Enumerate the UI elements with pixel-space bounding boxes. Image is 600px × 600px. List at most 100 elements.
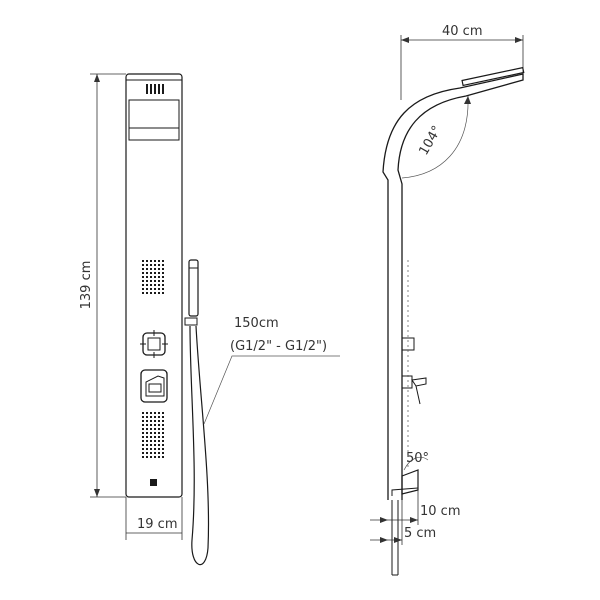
jet-dot [158, 268, 160, 270]
jet-dot [150, 440, 152, 442]
jet-dot [142, 412, 144, 414]
arm-angle-label: 104° [416, 123, 445, 158]
jet-dot [162, 448, 164, 450]
jet-dot [150, 452, 152, 454]
jet-dot [146, 288, 148, 290]
jet-dot [150, 412, 152, 414]
jet-dot [154, 276, 156, 278]
jet-dot [158, 276, 160, 278]
lower-body-jets [142, 412, 164, 458]
arm-length-dimension [400, 35, 524, 100]
tub-spout [391, 469, 419, 496]
side-view: 40 cm 104° 50° [370, 24, 525, 576]
jet-dot [146, 264, 148, 266]
jet-dot [150, 436, 152, 438]
jet-dot [142, 436, 144, 438]
hose-length-label: 150cm [234, 316, 279, 331]
jet-dot [142, 456, 144, 458]
jet-dot [142, 288, 144, 290]
jet-dot [146, 448, 148, 450]
jet-dot [154, 292, 156, 294]
jet-dot [158, 448, 160, 450]
jet-dot [154, 428, 156, 430]
jet-dot [158, 280, 160, 282]
column-profile [382, 73, 524, 500]
jet-dot [154, 420, 156, 422]
jet-dot [158, 284, 160, 286]
width-dimension [125, 497, 183, 540]
jet-dot [150, 456, 152, 458]
jet-dot [142, 432, 144, 434]
jet-dot [146, 456, 148, 458]
jet-dot [158, 416, 160, 418]
height-dimension [90, 73, 126, 498]
jet-dot [154, 452, 156, 454]
jet-dot [154, 444, 156, 446]
jet-dot [142, 260, 144, 262]
jet-dot [162, 420, 164, 422]
jet-dot [154, 264, 156, 266]
jet-dot [150, 268, 152, 270]
jet-dot [162, 452, 164, 454]
jet-dot [146, 424, 148, 426]
jet-dot [150, 284, 152, 286]
hand-shower [184, 259, 199, 326]
jet-dot [146, 268, 148, 270]
jet-dot [146, 276, 148, 278]
jet-dot [162, 416, 164, 418]
jet-dot [158, 432, 160, 434]
hose-thread-label: (G1/2" - G1/2") [230, 339, 327, 354]
spout-angle-arc [403, 456, 429, 471]
upper-body-jets [142, 260, 164, 294]
jet-dot [142, 452, 144, 454]
jet-dot [146, 416, 148, 418]
jet-dot [154, 268, 156, 270]
jet-dot [142, 280, 144, 282]
jet-dot [142, 440, 144, 442]
top-vent-icon [146, 84, 164, 94]
jet-dot [162, 288, 164, 290]
arm-angle-arc [401, 95, 469, 179]
jet-dot [142, 264, 144, 266]
side-mixer-lever-icon [401, 375, 427, 405]
jet-dot [158, 264, 160, 266]
jet-dot [142, 428, 144, 430]
jet-dot [154, 416, 156, 418]
jet-dot [146, 284, 148, 286]
jet-dot [142, 272, 144, 274]
jet-dot [142, 268, 144, 270]
jet-dot [154, 284, 156, 286]
jet-dot [146, 292, 148, 294]
jet-dot [158, 436, 160, 438]
rain-head [461, 66, 525, 87]
jet-dot [146, 280, 148, 282]
jet-dot [162, 280, 164, 282]
base-depth-label: 5 cm [404, 526, 436, 541]
width-label: 19 cm [137, 517, 178, 532]
jet-dot [158, 424, 160, 426]
jet-dot [142, 420, 144, 422]
bottom-pipe [391, 500, 399, 576]
jet-dot [146, 428, 148, 430]
jet-dot [162, 432, 164, 434]
spout-reach-label: 10 cm [420, 504, 461, 519]
jet-dot [158, 444, 160, 446]
jet-dot [162, 436, 164, 438]
jet-dot [150, 444, 152, 446]
jet-dot [158, 272, 160, 274]
jet-dot [158, 428, 160, 430]
jet-dot [162, 292, 164, 294]
jet-dot [150, 448, 152, 450]
jet-dot [154, 280, 156, 282]
shower-hose [189, 325, 210, 566]
jet-dot [150, 280, 152, 282]
jet-dot [146, 432, 148, 434]
jet-dot [158, 288, 160, 290]
jet-dot [150, 428, 152, 430]
jet-dot [146, 440, 148, 442]
jet-dot [146, 260, 148, 262]
jet-dot [142, 444, 144, 446]
jet-dot [150, 416, 152, 418]
jet-dot [150, 264, 152, 266]
